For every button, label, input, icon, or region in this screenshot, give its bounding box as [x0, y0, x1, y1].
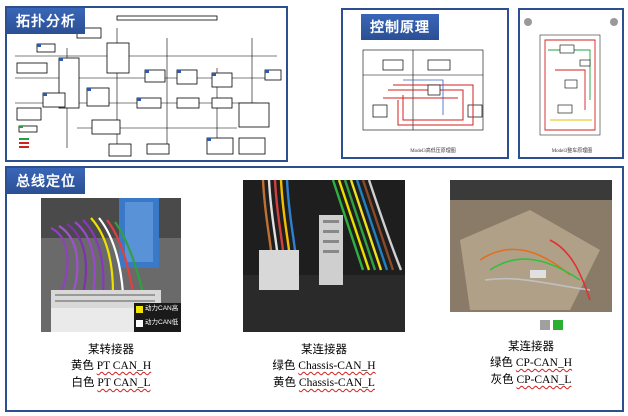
- connector-3-line1-color: 绿色: [489, 357, 513, 369]
- connector-3-line1-signal: CP-CAN_H: [515, 357, 573, 369]
- connector-caption-2: 某连接器 绿色 Chassis-CAN_H 黄色 Chassis-CAN_L: [248, 341, 400, 392]
- connector-photo-1: 动力CAN高 动力CAN低: [41, 198, 181, 332]
- connector-3-title: 某连接器: [508, 339, 554, 353]
- connector-1-title: 某转接器: [88, 342, 134, 356]
- vehicle-diagram-panel: Model3整车原理图: [518, 8, 624, 159]
- connector-3-line2-signal: CP-CAN_L: [516, 374, 572, 386]
- topology-diagram: [7, 8, 286, 160]
- connector-2-line1-color: 绿色: [272, 360, 296, 372]
- connector-1-line1-signal: PT CAN_H: [96, 360, 152, 372]
- connector-caption-3: 某连接器 绿色 CP-CAN_H 灰色 CP-CAN_L: [456, 338, 606, 389]
- connector-caption-1: 某转接器 黄色 PT CAN_H 白色 PT CAN_L: [46, 341, 176, 392]
- legend-yellow-label: 动力CAN高: [145, 305, 179, 312]
- control-panel: Model3高低压原理图 控制原理: [341, 8, 509, 159]
- connector-1-line2-color: 白色: [71, 377, 95, 389]
- control-diagram-vehicle-caption: Model3整车原理图: [551, 149, 593, 154]
- connector-2-line1-signal: Chassis-CAN_H: [298, 360, 376, 372]
- connector-photo-2: [243, 180, 405, 332]
- topology-panel: 拓扑分析: [5, 6, 288, 162]
- bus-panel: 总线定位 动力CAN高: [5, 166, 624, 412]
- control-diagram-hv-caption: Model3高低压原理图: [410, 149, 456, 154]
- connector-1-line2-signal: PT CAN_L: [97, 377, 151, 389]
- control-tag: 控制原理: [361, 14, 439, 40]
- legend-yellow-swatch: [136, 306, 143, 313]
- control-diagram-vehicle: [520, 10, 622, 157]
- connector-3-line2-color: 灰色: [490, 374, 514, 386]
- connector-1-line1-color: 黄色: [70, 360, 94, 372]
- legend-white-swatch: [136, 320, 143, 327]
- connector-2-title: 某连接器: [301, 342, 347, 356]
- bus-tag: 总线定位: [7, 168, 85, 194]
- topology-tag: 拓扑分析: [7, 8, 85, 34]
- connector-2-line2-signal: Chassis-CAN_L: [298, 377, 375, 389]
- legend-box: 动力CAN高 动力CAN低: [134, 303, 181, 332]
- connector-photo-3: [450, 180, 612, 332]
- connector-2-line2-color: 黄色: [273, 377, 297, 389]
- legend-white-label: 动力CAN低: [145, 319, 179, 326]
